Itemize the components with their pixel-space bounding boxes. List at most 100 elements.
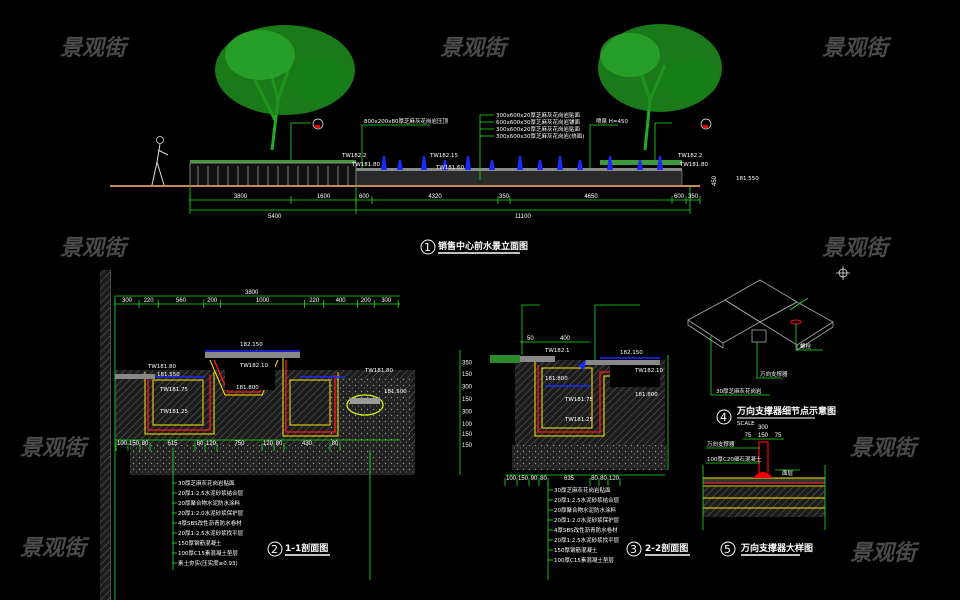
dim-label: 100	[506, 476, 517, 482]
dim-label: 150	[462, 443, 473, 449]
note-label: 20厚1:2.5水泥砂浆结合层	[554, 496, 620, 504]
label: 万向支撑器	[707, 440, 735, 448]
dim-label: 150	[462, 397, 473, 403]
elevation-label: TW181.60	[435, 165, 465, 171]
note-label: 30厚芝麻灰花岗岩贴面	[178, 479, 235, 487]
note-label: 100厚C15素混凝土垫层	[178, 549, 238, 557]
elevation-label: 181.550	[157, 372, 180, 378]
fountain-jet-icon	[557, 156, 563, 170]
watermark: 景观街	[822, 36, 892, 61]
drawing-title: 2-2剖面图	[645, 542, 688, 554]
drawing-number: 5	[724, 543, 731, 556]
dim-label: 300	[462, 410, 473, 416]
dim-label: 600	[359, 194, 370, 200]
note-label: 20厚聚合物水泥防水涂料	[178, 499, 240, 507]
note-label: 20厚1:2.5水泥砂浆找平层	[554, 536, 620, 544]
dim-label: 350	[499, 194, 510, 200]
shrub-band	[190, 160, 356, 165]
drawing-title: 万向支撑器大样图	[740, 542, 813, 554]
dim-label: 600	[674, 194, 685, 200]
dim-right: 450	[712, 175, 718, 186]
pedestal-support-icon	[751, 329, 767, 343]
elevation-label: TW181.80	[679, 162, 709, 168]
granite-plates	[687, 279, 834, 351]
callout-label: 300x600x20厚芝麻灰花岗岩贴面	[496, 111, 581, 119]
dim-label: 200	[361, 298, 372, 304]
note-label: 20厚1:2.0水泥砂浆保护层	[554, 516, 620, 524]
watermark: 景观街	[850, 541, 920, 566]
drawing-title: 万向支撑器细节点示意图	[736, 405, 836, 417]
granite-coping	[205, 352, 300, 358]
dim-label: 80	[540, 476, 547, 482]
note-label: 4厚SBS改性沥青防水卷材	[178, 519, 242, 527]
water-feature-body	[355, 169, 683, 187]
elevation-label: TW181.80	[351, 162, 381, 168]
callout-label: 300x600x30厚芝麻灰花岗岩(烧面)	[496, 132, 584, 140]
dim-label: 100	[462, 422, 473, 428]
dim: 75	[775, 433, 782, 439]
planter-ribs	[197, 166, 349, 185]
note-label: 100厚C15素混凝土垫层	[554, 556, 614, 564]
note-label: 20厚1:2.5水泥砂浆找平层	[178, 529, 244, 537]
elevation-label: TW181.25	[159, 409, 189, 415]
callout-label: 600x600x30厚芝麻灰花岗岩铺面	[496, 118, 581, 126]
elevation-label: 181.800	[545, 376, 568, 382]
fountain-jet-icon	[442, 160, 448, 170]
watermark: 景观街	[60, 36, 130, 61]
elevation-label: 181.550	[736, 176, 759, 182]
dim-label: 635	[564, 476, 575, 482]
dim-label: 300	[462, 385, 473, 391]
watermark: 景观街	[822, 236, 892, 261]
label: 万向支撑器	[760, 370, 788, 378]
dim-label: 80	[600, 476, 607, 482]
fountain-jets	[381, 156, 663, 170]
dim: 50	[527, 336, 534, 342]
elevation-label: 181.500	[384, 389, 407, 395]
fountain-jet-icon	[517, 156, 523, 170]
dim-label: 80	[276, 441, 283, 447]
dimension-lines	[189, 186, 700, 214]
drawing-number: 2	[271, 543, 278, 556]
fountain-jet-icon	[657, 156, 663, 170]
drawing-number: 3	[630, 543, 637, 556]
drawing-title-3: 3 2-2剖面图	[626, 541, 690, 557]
watermark: 景观街	[440, 36, 510, 61]
scale-label: SCALE	[737, 421, 755, 427]
dim-label: 100	[117, 441, 128, 447]
dim-label: 615	[167, 441, 178, 447]
dim-label: 80	[142, 441, 149, 447]
elevation-label: TW182.2	[341, 153, 367, 159]
dim-label: 300	[122, 298, 133, 304]
tree-right-icon	[598, 24, 722, 151]
drawing-title-1: 1 销售中心前水景立面图	[420, 239, 528, 255]
dim-total-right: 11100	[515, 214, 531, 220]
dim-label: 220	[144, 298, 155, 304]
dim-total: 3800	[245, 290, 259, 296]
drawing-number: 1	[424, 241, 431, 254]
dim-label: 80	[591, 476, 598, 482]
callout-label: 300x600x20厚芝麻灰花岗岩贴面	[496, 125, 581, 133]
label: 100厚C20细石混凝土	[707, 455, 762, 463]
elevation-label: TW181.80	[147, 364, 177, 370]
dim-label: 120	[206, 441, 217, 447]
note-label: 30厚芝麻灰花岗岩贴面	[554, 486, 611, 494]
dim: 400	[560, 336, 571, 342]
dim-label: 350	[688, 194, 699, 200]
fountain-jet-icon	[607, 156, 613, 170]
dimension-lines	[505, 304, 669, 580]
dim: 150	[758, 433, 769, 439]
dim-label: 350	[462, 361, 473, 367]
dim: 300	[758, 425, 769, 431]
dim-label: 4320	[428, 194, 442, 200]
fountain-jet-icon	[421, 156, 427, 170]
dim-label: 560	[176, 298, 187, 304]
fountain-jet-icon	[537, 160, 543, 170]
callout-leaders	[290, 114, 672, 180]
tree-left-icon	[215, 25, 355, 151]
note-label: 素土夯实(压实度≥0.93)	[178, 559, 238, 567]
note-label: 4厚SBS改性沥青防水卷材	[554, 526, 618, 534]
elevation-label: TW181.75	[159, 387, 189, 393]
